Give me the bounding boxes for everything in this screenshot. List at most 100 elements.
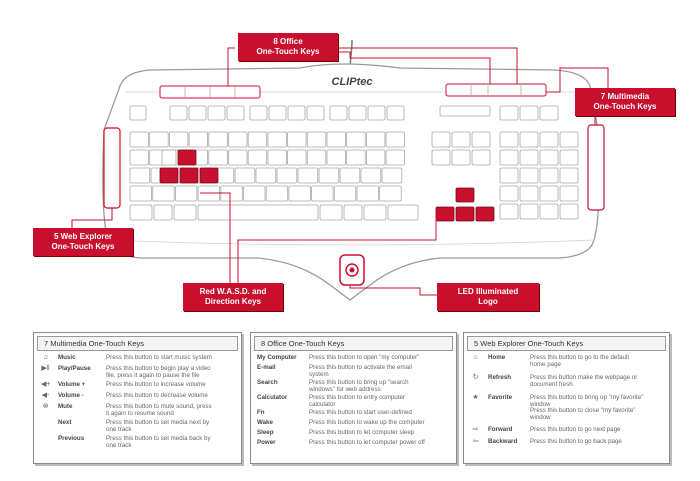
red-key — [455, 206, 475, 222]
key-grid — [129, 105, 579, 222]
callout-text: 8 Office — [273, 37, 303, 46]
key-name: Search — [257, 379, 278, 386]
multimedia-key-strip — [587, 124, 605, 211]
backward-icon: ⇦ — [472, 438, 479, 445]
callout-text: 7 Multimedia — [600, 92, 650, 101]
key — [539, 131, 559, 148]
key — [348, 105, 367, 121]
key-description-row: ◀-Volume -Press this button to decrease … — [34, 392, 241, 404]
key — [386, 105, 405, 121]
key-description: Press this button to start user-defined — [309, 409, 412, 416]
key — [129, 105, 147, 121]
key-name: Power — [257, 439, 276, 446]
key — [287, 131, 307, 148]
key-description: Press this button to bring up "search — [309, 379, 409, 386]
key — [326, 131, 346, 148]
key — [318, 167, 340, 184]
callout-text: Direction Keys — [204, 297, 262, 306]
key-name: Mute — [58, 403, 73, 410]
key — [129, 167, 151, 184]
key-name: Backward — [488, 438, 518, 445]
callout-office-keys: 8 Office One-Touch Keys — [238, 33, 338, 61]
red-key — [435, 206, 455, 222]
key — [346, 149, 366, 166]
red-key — [475, 206, 495, 222]
key-description: Press this button to entry computer — [309, 394, 405, 401]
key-description: Press this button to go to the default — [530, 354, 630, 361]
key — [385, 131, 406, 148]
key-name: Forward — [488, 426, 513, 433]
key — [559, 203, 579, 220]
key — [539, 203, 559, 220]
key — [149, 131, 169, 148]
key — [168, 131, 189, 148]
office-key-strip — [159, 83, 547, 99]
red-key — [199, 167, 219, 184]
key-description: Press this button to close "my favorite" — [530, 407, 636, 415]
refresh-icon: ↻ — [472, 374, 479, 381]
key-description: Press this button to go back page — [530, 438, 622, 445]
key — [539, 105, 559, 121]
home-icon: ⌂ — [473, 354, 478, 361]
key — [188, 131, 209, 148]
key — [129, 185, 152, 202]
red-key — [455, 187, 475, 203]
key-description: Press this button to begin play a video — [106, 365, 211, 372]
key — [519, 131, 539, 148]
callout-text: 5 Web Explorer — [53, 232, 113, 241]
key — [249, 105, 268, 121]
key — [228, 149, 248, 166]
key-name: Next — [58, 419, 72, 426]
key-description: home page — [530, 360, 561, 368]
key-name: Play/Pause — [58, 365, 91, 372]
key — [208, 131, 228, 148]
key — [499, 203, 519, 220]
key — [519, 149, 539, 166]
key — [356, 185, 379, 202]
key-description: Press this button to start music system — [106, 354, 212, 361]
key — [519, 185, 539, 202]
key-description: one track — [106, 425, 132, 433]
callout-web-explorer-keys: 5 Web Explorer One-Touch Keys — [33, 228, 133, 256]
volume-down-icon: ◀- — [41, 392, 50, 399]
favorite-icon: ★ — [472, 394, 479, 401]
key — [326, 149, 346, 166]
key — [306, 149, 327, 166]
music-icon: ♫ — [42, 354, 49, 361]
key — [173, 204, 197, 221]
key-description-row: ⇦ Backward Press this button to go back pa… — [464, 438, 669, 451]
callout-text: Logo — [478, 297, 498, 306]
key — [129, 149, 149, 166]
key — [539, 167, 559, 184]
key-name: My Computer — [257, 354, 297, 361]
key-description: Press this button to go next page — [530, 426, 621, 433]
key — [169, 105, 188, 121]
key — [276, 167, 298, 184]
red-key — [159, 167, 179, 184]
volume-up-icon: ◀+ — [41, 381, 51, 388]
key — [287, 149, 307, 166]
key-description: Press this button to set media next by — [106, 419, 210, 426]
callout-leader-lines — [71, 47, 609, 296]
callout-multimedia-keys: 7 Multimedia One-Touch Keys — [575, 88, 675, 116]
key-description: Press this button to wake up the compute… — [309, 419, 425, 426]
key — [499, 149, 519, 166]
key-name: Volume + — [58, 381, 86, 388]
play-pause-icon: ▶‖ — [41, 365, 50, 372]
key — [297, 167, 319, 184]
key — [519, 203, 539, 220]
key — [451, 131, 471, 148]
key — [247, 131, 268, 148]
key-description-row: Fn Press this button to start user-define… — [251, 409, 456, 420]
key — [451, 149, 471, 166]
key — [207, 105, 226, 121]
key-name: Fn — [257, 409, 265, 416]
key-description: Press this button to activate the email — [309, 364, 412, 371]
